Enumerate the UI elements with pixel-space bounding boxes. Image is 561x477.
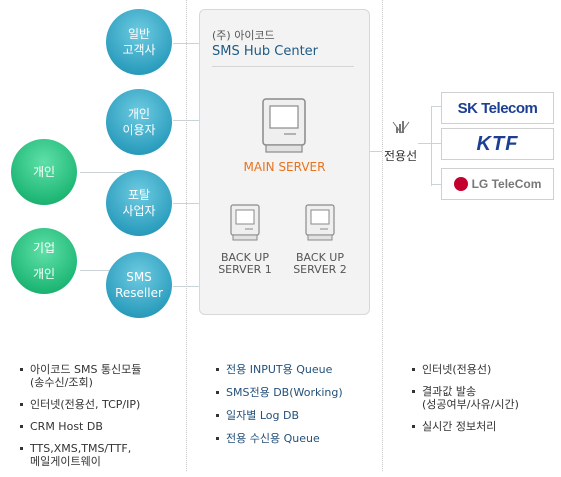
dedicated-line-label: 전용선 [384, 149, 418, 163]
backup-server-1-icon [230, 204, 260, 241]
client-general-customer-label: 일반 고객사 [122, 27, 156, 57]
connector-ktf [431, 143, 441, 144]
lg-telecom-logo: LG TeleCom [471, 177, 542, 191]
client-general-customer: 일반 고객사 [106, 9, 172, 75]
client-portal-provider-label: 포탈 사업자 [122, 188, 156, 218]
connector-corporate [80, 270, 125, 271]
hub-note: SMS전용 DB(Working) [214, 386, 379, 399]
hub-note: 전용 수신용 Queue [214, 432, 379, 445]
main-server-label: MAIN SERVER [243, 160, 326, 174]
carrier-lg-telecom: LG TeleCom [441, 168, 554, 200]
client-individual-label: 개인 [32, 165, 56, 179]
client-personal-user-label: 개인 이용자 [122, 107, 156, 137]
carrier-sk-telecom: SK Telecom [441, 92, 554, 124]
client-portal-provider: 포탈 사업자 [106, 170, 172, 236]
antenna-icon [392, 121, 410, 134]
connector-antenna [418, 143, 431, 144]
backup-server-2-label: BACK UP SERVER 2 [293, 251, 347, 276]
main-server-icon [262, 98, 306, 153]
lg-logo-icon [453, 177, 468, 191]
carrier-note: 인터넷(전용선) [410, 363, 558, 376]
client-individual: 개인 [11, 139, 77, 205]
connector-lg [431, 184, 441, 185]
connector-hub-line [370, 151, 382, 152]
ktf-logo: KTF [476, 132, 519, 155]
client-note: CRM Host DB [18, 420, 183, 433]
hub-notes-list: 전용 INPUT용 Queue SMS전용 DB(Working) 일자별 Lo… [214, 363, 379, 455]
carrier-notes-list: 인터넷(전용선) 결과값 발송 (성공여부/사유/시간) 실시간 정보처리 [410, 363, 558, 442]
sk-telecom-logo: SK Telecom [457, 99, 538, 117]
client-corporate-individual: 기업 개인 [11, 228, 77, 294]
carrier-ktf: KTF [441, 128, 554, 160]
connector-sk [431, 106, 441, 107]
hub-company-name: (주) 아이코드 [212, 29, 275, 42]
connector-reseller [173, 286, 199, 287]
carrier-note: 결과값 발송 (성공여부/사유/시간) [410, 385, 558, 411]
client-note: 아이코드 SMS 통신모듈 (송수신/조회) [18, 363, 183, 389]
carrier-note: 실시간 정보처리 [410, 420, 558, 433]
client-notes-list: 아이코드 SMS 통신모듈 (송수신/조회) 인터넷(전용선, TCP/IP) … [18, 363, 183, 477]
backup-server-1-label: BACK UP SERVER 1 [218, 251, 272, 276]
backup-server-2-icon [305, 204, 335, 241]
carrier-bracket [431, 106, 432, 186]
hub-note: 일자별 Log DB [214, 409, 379, 422]
client-note: 인터넷(전용선, TCP/IP) [18, 398, 183, 411]
connector-individual [80, 172, 125, 173]
sms-hub-center: (주) 아이코드 SMS Hub Center MAIN SERVER BACK… [199, 9, 370, 315]
hub-title: SMS Hub Center [212, 44, 319, 59]
client-note: TTS,XMS,TMS/TTF, 메일게이트웨이 [18, 442, 183, 468]
client-sms-reseller-label: SMS Reseller [115, 270, 163, 300]
connector-general [173, 43, 199, 44]
column-divider-left [186, 0, 187, 471]
client-personal-user: 개인 이용자 [106, 89, 172, 155]
client-sms-reseller: SMS Reseller [106, 252, 172, 318]
connector-portal [173, 203, 199, 204]
column-divider-right [382, 0, 383, 471]
connector-personal [173, 120, 199, 121]
client-corporate-individual-label: 기업 개인 [32, 241, 56, 281]
hub-title-rule [212, 66, 354, 67]
hub-note: 전용 INPUT용 Queue [214, 363, 379, 376]
